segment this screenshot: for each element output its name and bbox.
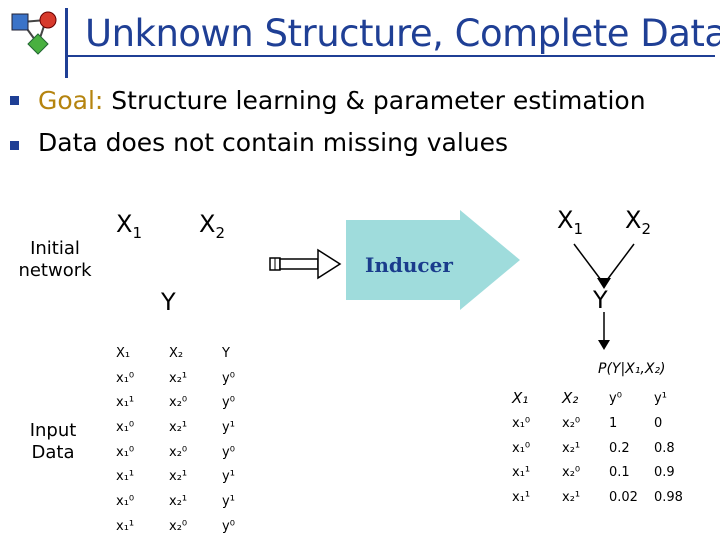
table-cell: x₂¹ (169, 469, 188, 485)
edge-x2-y (606, 243, 635, 281)
table-header-cell: Y (222, 345, 230, 361)
initial-network-label: Initial network (12, 238, 98, 282)
node-x1-sub: 1 (132, 224, 142, 242)
cpt-cell: x₁¹ (512, 489, 531, 505)
edge-arrowhead (597, 278, 611, 289)
cpt-header-cell: y⁰ (609, 390, 622, 406)
inducer-label: Inducer (365, 253, 453, 277)
initial-node-y: Y (161, 288, 176, 316)
input-arrow (269, 248, 342, 280)
table-cell: y⁰ (222, 395, 235, 411)
initial-node-x1: X1 (116, 210, 142, 242)
table-header-cell: X₁ (116, 345, 131, 361)
table-row: x₁⁰ x₂¹ y¹ (116, 489, 262, 514)
page-title: Unknown Structure, Complete Data (85, 12, 720, 55)
cpt-cell: 1 (609, 415, 618, 431)
cpt-cell: 0.1 (609, 465, 630, 481)
cpt-cell: 0.02 (609, 489, 638, 505)
cpt-cell: x₁⁰ (512, 415, 531, 431)
cpt-cell: 0.9 (654, 465, 675, 481)
cpt-header-cell: X₂ (562, 389, 579, 407)
table-cell: x₁⁰ (116, 370, 135, 386)
cpt-cell: 0.8 (654, 440, 675, 456)
goal-label: Goal: (38, 86, 104, 115)
table-cell: y¹ (222, 469, 235, 485)
table-cell: x₁⁰ (116, 419, 135, 435)
table-row: x₁¹ x₂⁰ y⁰ (116, 514, 262, 539)
cpt-cell: 0.2 (609, 440, 630, 456)
cpt-title: P(Y|X₁,X₂) (598, 361, 666, 377)
table-cell: x₂¹ (169, 493, 188, 509)
node-x2-letter: X (625, 206, 642, 234)
cpt-row: x₁⁰ x₂⁰ 1 0 (512, 411, 704, 436)
table-cell: y¹ (222, 419, 235, 435)
cpt-row: x₁¹ x₂⁰ 0.1 0.9 (512, 460, 704, 485)
goal-text: Structure learning & parameter estimatio… (103, 86, 646, 115)
input-data-label-line2: Data (31, 442, 75, 463)
table-cell: x₂¹ (169, 370, 188, 386)
bullet-marker (10, 141, 19, 150)
input-data-label-line1: Input (29, 420, 77, 441)
node-x1-letter: X (116, 210, 133, 238)
cpt-cell: x₂⁰ (562, 415, 581, 431)
title-rule-vertical (65, 8, 68, 78)
table-cell: x₂⁰ (169, 444, 188, 460)
node-x2-sub: 2 (215, 224, 225, 242)
cpt-row: x₁⁰ x₂¹ 0.2 0.8 (512, 436, 704, 461)
table-cell: x₂¹ (169, 419, 188, 435)
table-cell: y⁰ (222, 444, 235, 460)
table-header-row: X₁ X₂ Y (116, 341, 262, 366)
input-data-label: Input Data (18, 420, 88, 464)
table-cell: x₁⁰ (116, 444, 135, 460)
cpt-cell: x₂⁰ (562, 465, 581, 481)
input-data-table: X₁ X₂ Y x₁⁰ x₂¹ y⁰ x₁¹ x₂⁰ y⁰ x₁⁰ x₂¹ y¹ x₁⁰ x₂… (116, 341, 262, 539)
edge-x1-y (573, 243, 602, 281)
initial-node-x2: X2 (199, 210, 225, 242)
cpt-header-cell: y¹ (654, 390, 667, 406)
node-x2-letter: X (199, 210, 216, 238)
cpt-cell: x₁⁰ (512, 440, 531, 456)
bullet-goal: Goal: Structure learning & parameter est… (38, 86, 646, 115)
bullet-marker (10, 96, 19, 105)
node-x1-sub: 1 (573, 220, 583, 238)
table-cell: x₁¹ (116, 518, 135, 534)
initial-network-label-line2: network (18, 260, 92, 281)
cpt-cell: x₂¹ (562, 489, 581, 505)
inducer-arrow-shape (346, 210, 520, 310)
bullet-data: Data does not contain missing values (38, 128, 509, 157)
table-row: x₁⁰ x₂¹ y¹ (116, 415, 262, 440)
table-cell: y⁰ (222, 370, 235, 386)
learned-node-y: Y (593, 286, 608, 314)
title-rule-horizontal (65, 55, 715, 57)
table-row: x₁⁰ x₂¹ y⁰ (116, 366, 262, 391)
network-logo-icon (11, 11, 57, 55)
node-x2-sub: 2 (641, 220, 651, 238)
cpt-cell: x₂¹ (562, 440, 581, 456)
cpt-cell: x₁¹ (512, 465, 531, 481)
table-cell: y⁰ (222, 518, 235, 534)
output-arrow-head (598, 340, 610, 350)
cpt-table: X₁ X₂ y⁰ y¹ x₁⁰ x₂⁰ 1 0 x₁⁰ x₂¹ 0.2 0.8 x₁¹ x₂⁰… (512, 385, 704, 510)
table-cell: x₁¹ (116, 469, 135, 485)
table-cell: y¹ (222, 493, 235, 509)
cpt-header-row: X₁ X₂ y⁰ y¹ (512, 385, 704, 411)
table-row: x₁⁰ x₂⁰ y⁰ (116, 440, 262, 465)
table-cell: x₁⁰ (116, 493, 135, 509)
node-x1-letter: X (557, 206, 574, 234)
table-header-cell: X₂ (169, 345, 184, 361)
table-cell: x₂⁰ (169, 518, 188, 534)
table-cell: x₁¹ (116, 395, 135, 411)
table-row: x₁¹ x₂¹ y¹ (116, 464, 262, 489)
cpt-row: x₁¹ x₂¹ 0.02 0.98 (512, 485, 704, 510)
learned-node-x1: X1 (557, 206, 583, 238)
learned-node-x2: X2 (625, 206, 651, 238)
initial-network-label-line1: Initial (30, 238, 80, 259)
cpt-cell: 0.98 (654, 489, 683, 505)
cpt-cell: 0 (654, 415, 663, 431)
table-row: x₁¹ x₂⁰ y⁰ (116, 390, 262, 415)
cpt-header-cell: X₁ (512, 389, 529, 407)
table-cell: x₂⁰ (169, 395, 188, 411)
